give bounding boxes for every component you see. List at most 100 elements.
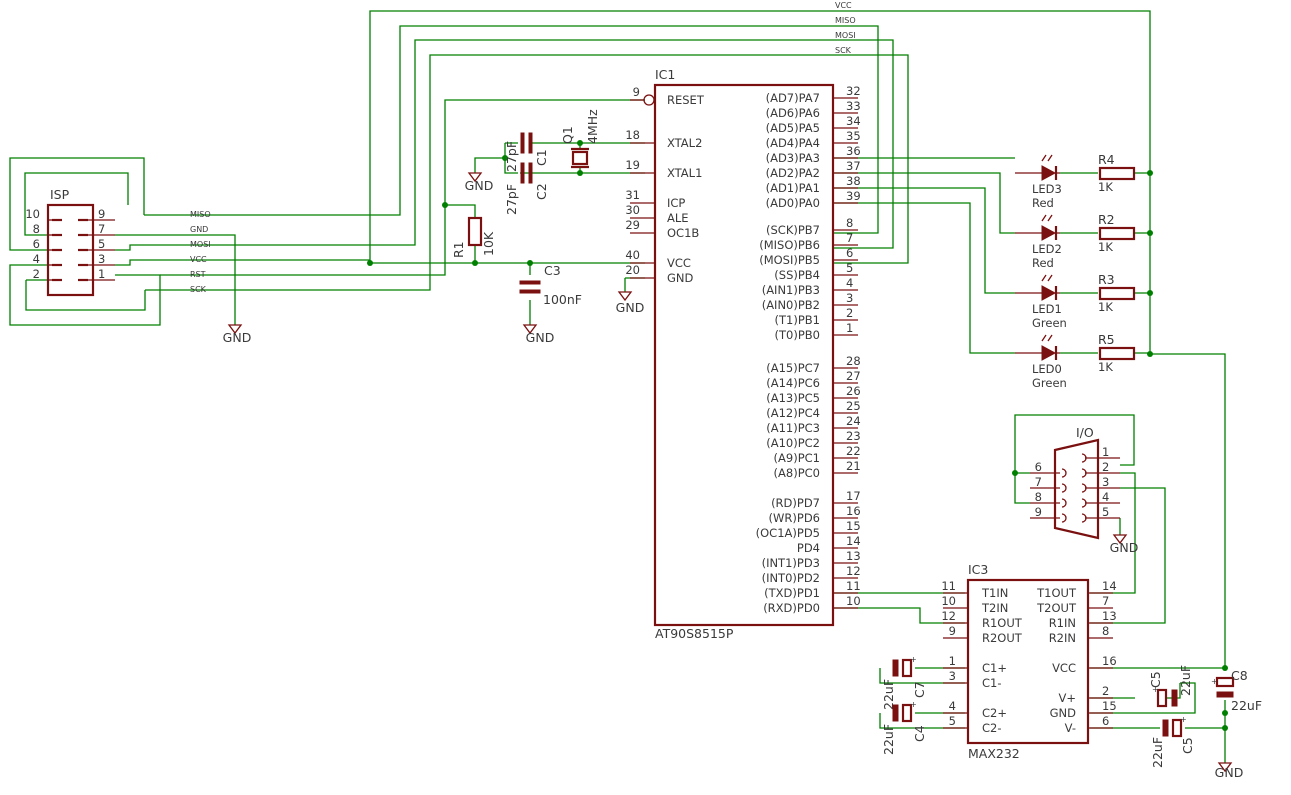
ic1-pin-label: (AD2)PA2 [766,166,820,180]
q1-name: Q1 [560,126,575,144]
resistor-name: R2 [1098,212,1115,227]
isp-pin-number: 7 [98,222,105,236]
ic3-pin-label: R1OUT [982,616,1023,630]
ic1-pin-number: 35 [846,129,861,143]
r1-value: 10K [481,231,496,256]
ic3-pin-number: 6 [1102,714,1109,728]
c4-name: C4 [912,725,927,742]
ic3-pin-label: VCC [1052,661,1076,675]
ic1-pin-number: 5 [846,261,853,275]
c2-name: C2 [534,183,549,200]
ic3-pin-label: R2IN [1049,631,1076,645]
ic1-pin-label: (INT1)PD3 [762,556,820,570]
ic1-pin-label: (A12)PC4 [766,406,820,420]
io-pin [1061,513,1067,523]
c1-name: C1 [534,149,549,166]
ic1-pin-number: 15 [846,519,861,533]
io-pin [1081,513,1087,523]
ic1-pin-label: (AD6)PA6 [766,106,820,120]
capacitor-c5-upper: + C5 22uF [1148,665,1193,708]
ic3-pin-label: V- [1065,721,1076,735]
ic3-pin-number: 16 [1102,654,1117,668]
bus-label-vcc: VCC [835,1,852,10]
capacitor-c7: + C7 22uF [881,655,927,710]
led-color: Red [1032,256,1054,270]
ic1-pin-label: (A13)PC5 [766,391,820,405]
ic1-pin-number: 27 [846,369,861,383]
ic1-pin-label: (TXD)PD1 [764,586,820,600]
io-pin [1081,483,1087,493]
led-light-arrows [1041,334,1053,342]
led-light-arrows [1041,154,1053,162]
led-array: LED3RedR41KLED2RedR21KLED1GreenR31KLED0G… [1015,152,1136,390]
c1-value: 27pF [504,141,519,172]
led-color: Red [1032,196,1054,210]
ic1-pin-number: 32 [846,84,861,98]
led-color: Green [1032,376,1067,390]
io-pin-number: 2 [1102,460,1109,474]
ground-label: GND [526,330,555,345]
bus-label-sck: SCK [835,46,852,55]
ic3-part: MAX232 [968,746,1020,761]
capacitor-c2: C2 27pF [504,162,549,215]
ic1-pin-number: 36 [846,144,861,158]
ic1-pin-label: GND [667,271,694,285]
isp-signal-sck: SCK [190,285,207,294]
ground-icon [227,324,243,335]
io-pin-number: 1 [1102,445,1109,459]
isp-pin-number: 6 [33,237,40,251]
ic3-pin-label: R1IN [1049,616,1076,630]
isp-pin-number: 8 [33,222,40,236]
isp-pin-number: 2 [33,267,40,281]
ic1-pin-label: XTAL2 [667,136,702,150]
isp-name: ISP [50,187,70,202]
ground-label: GND [223,330,252,345]
ic1-pin-number: 6 [846,246,853,260]
ic1-pin-label: (A8)PC0 [774,466,820,480]
ic1-pin-number: 40 [625,248,640,262]
isp-pin-number: 5 [98,237,105,251]
isp-pin-number: 1 [98,267,105,281]
ic1-pin-label: (AD7)PA7 [766,91,820,105]
io-pin-number: 4 [1102,490,1109,504]
q1-value: 4MHz [585,109,600,144]
ic1-pin-label: (WR)PD6 [769,511,820,525]
ic3-pin-number: 4 [949,699,956,713]
ic1-pin-label: (A10)PC2 [766,436,820,450]
ic1-pin-number: 1 [846,321,853,335]
ic3-pin-number: 3 [949,669,956,683]
ic1-pin-label: (AD4)PA4 [766,136,820,150]
io-pin-number: 9 [1035,505,1042,519]
ic1-pin-label: (MOSI)PB5 [759,253,820,267]
c7-name: C7 [912,681,927,698]
ground-icon [1217,762,1233,773]
ic3-pin-number: 11 [941,579,956,593]
svg-text:+: + [910,700,917,709]
r1-name: R1 [451,241,466,258]
led-light-arrows [1041,214,1053,222]
led-light-arrows [1041,274,1053,282]
ic1-pin-label: (AD1)PA1 [766,181,820,195]
isp-signal-vcc: VCC [190,255,207,264]
isp-pin-number: 3 [98,252,105,266]
ic3-pin-number: 1 [949,654,956,668]
ic1-pin-number: 25 [846,399,861,413]
c2-value: 27pF [504,184,519,215]
ic3-pin-label: V+ [1058,691,1076,705]
ic1-pin-label: (T1)PB1 [775,313,820,327]
resistor-value: 1K [1098,180,1113,194]
ic1-pin-number: 9 [633,85,640,99]
resistor-r1: R1 10K [451,216,496,258]
ic1-pin-label: (AD0)PA0 [766,196,820,210]
ic1-pin-label: (AD3)PA3 [766,151,820,165]
ic1-pin-number: 37 [846,159,861,173]
isp-signal-gnd: GND [190,225,208,234]
io-pin [1081,498,1087,508]
resistor-r5 [1098,346,1136,361]
ic3-pin-label: T2OUT [1036,601,1077,615]
capacitor-c8: + C8 22uF [1211,668,1262,713]
ic3-pin-number: 7 [1102,594,1109,608]
ic3-pin-number: 14 [1102,579,1117,593]
